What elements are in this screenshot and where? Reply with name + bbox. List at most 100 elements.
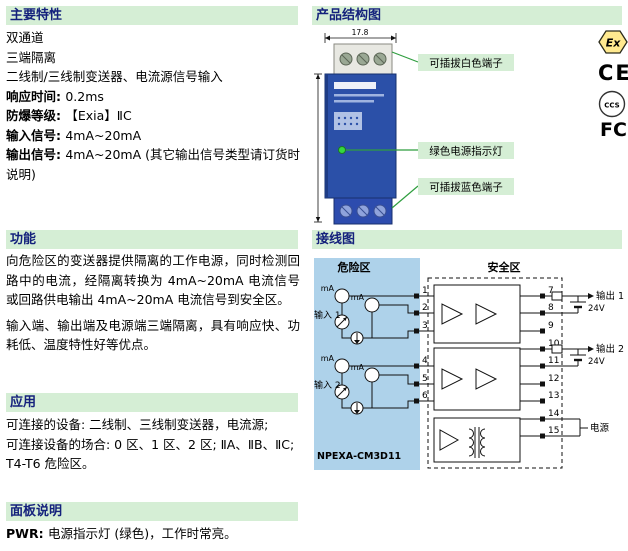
panel-text: PWR: 电源指示灯 (绿色)，工作时常亮。 — [6, 526, 237, 541]
terminal-dot — [540, 328, 545, 334]
switch-dot — [355, 122, 359, 126]
output1-label: 输出 1 — [596, 290, 624, 302]
terminal-number: 11 — [548, 356, 559, 366]
amplifier-icon — [439, 429, 460, 451]
function-text: 向危险区的变送器提供隔离的工作电源，同时检测回路中的电流，经隔离转换为 4mA~… — [6, 251, 300, 361]
source-arrowhead — [354, 340, 360, 344]
ma-meter-icon — [364, 367, 380, 383]
power-led — [338, 146, 346, 154]
terminal-dot — [414, 381, 419, 387]
terminal-dot — [414, 363, 419, 369]
terminal-number: 10 — [548, 339, 560, 349]
atex-ex-icon — [598, 30, 628, 54]
power-connection: 电源 — [545, 418, 610, 437]
terminal-dot — [414, 398, 419, 404]
dim-arrow-bottom — [315, 217, 321, 222]
function-paragraph: 向危险区的变送器提供隔离的工作电源，同时检测回路中的电流，经隔离转换为 4mA~… — [6, 253, 300, 307]
terminal-dot — [540, 346, 545, 352]
switch-dot — [337, 116, 341, 120]
callout-white-terminal-label: 可插拔白色端子 — [429, 57, 503, 70]
source-arrowhead — [354, 410, 360, 414]
dim-arrow-left — [325, 35, 330, 41]
atex-ex-label: Ex — [606, 37, 622, 50]
function-header: 功能 — [6, 230, 298, 249]
switch-dot — [349, 116, 353, 120]
isolator-blocks — [433, 284, 521, 463]
terminal-dot — [540, 433, 545, 439]
terminal-number: 4 — [422, 356, 428, 366]
switch-dot — [343, 116, 347, 120]
amplifier-icon — [475, 368, 498, 390]
screw-slot — [341, 54, 351, 64]
terminal-number: 8 — [548, 303, 554, 313]
terminal-dot — [540, 363, 545, 369]
transformer-icon — [480, 428, 486, 457]
terminal-number: 13 — [548, 391, 559, 401]
certification-marks: Ex CE CCS FC — [598, 30, 628, 141]
width-dimension-value: 17.8 — [352, 28, 369, 37]
panel-header: 面板说明 — [6, 502, 298, 521]
power-supply-label: 电源 — [590, 422, 610, 434]
terminal-number: 3 — [422, 321, 428, 331]
power-wires — [545, 418, 588, 437]
dim-arrow-top — [315, 74, 321, 79]
wiring-header: 接线图 — [312, 230, 622, 249]
input1-label: 输入 1 — [314, 309, 341, 321]
power-supply-box — [433, 417, 521, 463]
output1-arrow — [588, 293, 594, 299]
hazardous-area-region — [314, 258, 420, 470]
terminal-dot — [540, 416, 545, 422]
terminal-number: 7 — [548, 286, 554, 296]
screw-slot — [375, 54, 385, 64]
callout-blue-terminal — [418, 178, 514, 195]
ma-meter-icon — [334, 288, 350, 304]
output1-wires — [545, 295, 588, 314]
terminal-number: 6 — [422, 391, 428, 401]
output-terminals: 7 8 9 10 11 12 13 14 15 — [540, 286, 560, 439]
output2-arrow — [588, 346, 594, 352]
output-loop-2: 输出 2 24V — [545, 343, 624, 367]
ma-label: mA — [321, 284, 335, 293]
24v-label: 24V — [588, 304, 605, 314]
load-resistor-icon — [551, 344, 563, 354]
ma-meter-icon — [364, 297, 380, 313]
feature-line: 双通道 — [6, 30, 44, 45]
terminal-dot — [414, 328, 419, 334]
ccs-mark-label: CCS — [604, 102, 619, 110]
terminal-number: 9 — [548, 321, 554, 331]
output2-label: 输出 2 — [596, 343, 624, 355]
isolator-channel2-box — [433, 347, 521, 411]
channel1-wires — [341, 295, 414, 339]
device-body-edge — [325, 74, 328, 198]
dim-arrow-right — [391, 35, 396, 41]
hazardous-area-label: 危险区 — [337, 260, 371, 274]
amplifier-icon — [441, 303, 464, 325]
function-paragraph: 输入端、输出端及电源端三端隔离，具有响应快、功耗低、温度特性好等优点。 — [6, 317, 300, 353]
product-structure-figure: 17.8 — [314, 28, 628, 225]
ma-label: mA — [351, 293, 365, 302]
callout-lines — [346, 51, 419, 209]
panel-led-label: PWR: — [6, 526, 48, 541]
terminal-dot — [414, 310, 419, 316]
amplifier-icon — [475, 303, 498, 325]
terminal-dot — [540, 310, 545, 316]
input-channel-2: mA mA 输入 2 — [314, 354, 414, 415]
callout-green-led-label: 绿色电源指示灯 — [429, 145, 503, 158]
application-line: 可连接设备的场合: 0 区、1 区、2 区; ⅡA、ⅡB、ⅡC; T4-T6 危… — [6, 436, 295, 472]
switch-dot — [343, 122, 347, 126]
safe-area-label: 安全区 — [488, 260, 521, 274]
terminal-number: 15 — [548, 426, 559, 436]
terminal-dot — [540, 398, 545, 404]
input-terminals: 1 2 3 4 5 6 — [414, 286, 428, 404]
ma-label: mA — [321, 354, 335, 363]
terminal-number: 2 — [422, 303, 428, 313]
amplifier-icon — [441, 368, 464, 390]
safe-area-boundary — [427, 277, 563, 469]
device-photo — [324, 43, 397, 225]
terminal-number: 12 — [548, 374, 559, 384]
output-loop-1: 输出 1 24V — [545, 290, 624, 314]
device-logo-area — [334, 82, 376, 89]
terminal-number: 5 — [422, 374, 428, 384]
transformer-icon — [468, 428, 474, 457]
